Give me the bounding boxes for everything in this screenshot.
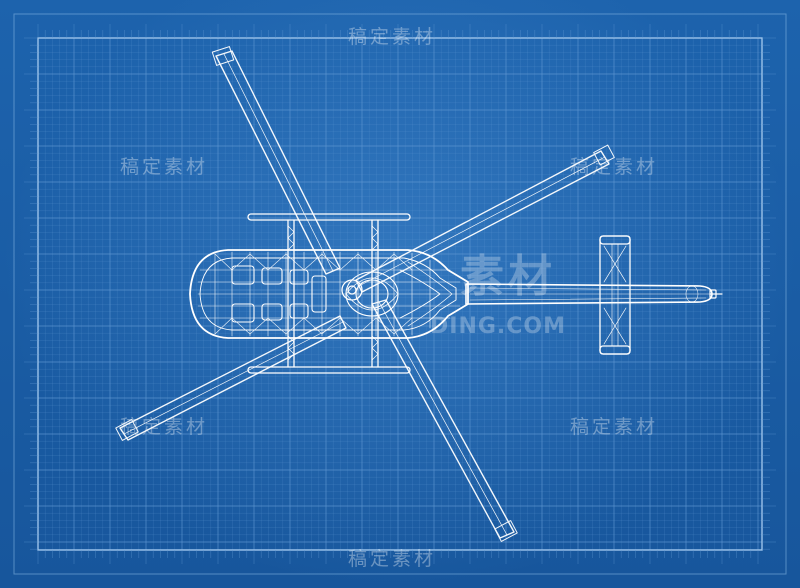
rotor-hub [341, 279, 363, 301]
fuselage-inner-outline [199, 257, 457, 331]
rotor-blade-lower [371, 299, 515, 539]
cabin-seats [231, 265, 327, 323]
rotor-blade-left-tip [115, 419, 139, 441]
landing-skids [247, 213, 411, 374]
rotor-blade-upper-spine [223, 53, 334, 272]
stabilizer-frame [599, 235, 631, 355]
rotor-blade-upper-tip [211, 46, 235, 66]
rotor-blade-upper [215, 50, 341, 275]
horizontal-stabilizer [599, 235, 631, 355]
fuselage [189, 249, 469, 339]
rotor-blade-left-spine [123, 321, 344, 435]
fuselage-outline [189, 249, 469, 339]
rotor-blade-lower-tip [494, 520, 518, 542]
rotor-blade-right-tip [593, 144, 615, 166]
cross-tube-front [287, 219, 295, 368]
skid-top [247, 213, 411, 221]
engine-cowling [345, 261, 453, 327]
cross-tube-rear [371, 219, 379, 368]
rotor-blade-left [119, 315, 347, 441]
fuselage-wireframe [197, 251, 467, 337]
skid-bottom [247, 366, 411, 374]
tail-rotor-gearbox [709, 289, 723, 299]
rotor-blade-lower-spine [378, 301, 508, 536]
rotor-blade-right-spine [358, 156, 606, 287]
tail-boom [465, 283, 723, 305]
